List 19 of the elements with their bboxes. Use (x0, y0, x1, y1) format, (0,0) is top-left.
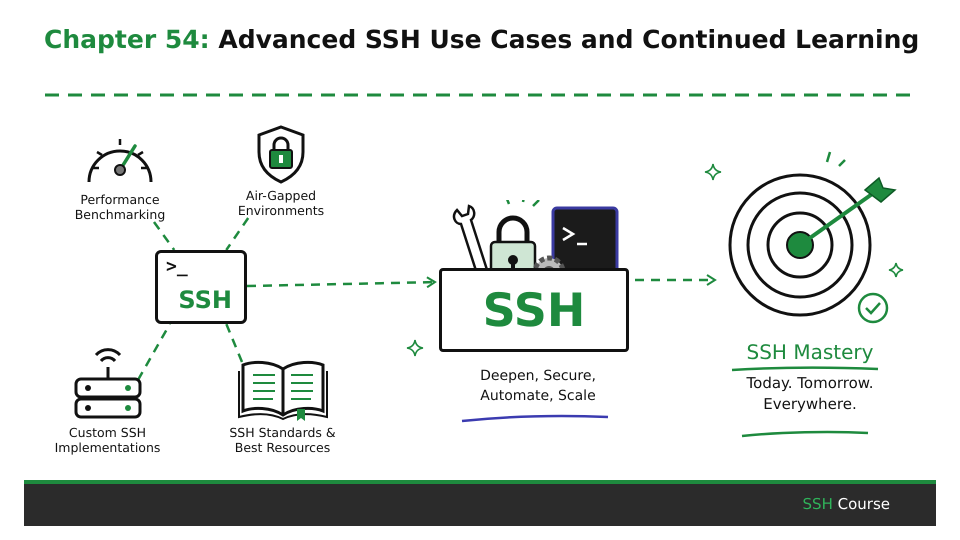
arrow (635, 274, 716, 286)
node-label: Custom SSH Implementations (54, 425, 162, 455)
terminal-label: SSH (178, 287, 232, 313)
heading: SSH Mastery (746, 339, 874, 365)
title: Chapter 54: Advanced SSH Use Cases and Continued Learning (44, 25, 920, 54)
footer-label: SSH Course (802, 494, 890, 514)
node-caption: Deepen, Secure, Automate, Scale (479, 367, 597, 406)
connector-line (225, 217, 250, 251)
node-label: Performance Benchmarking (74, 192, 166, 222)
terminal-prompt: >_ (166, 257, 188, 277)
arrow (246, 276, 436, 288)
node-label: SSH Standards & Best Resources (228, 425, 337, 455)
toolbox-label: SSH (482, 285, 586, 335)
connector-line (152, 221, 176, 251)
connector-line (136, 323, 171, 381)
node-label: Air-Gapped Environments (236, 188, 326, 218)
tagline: Today. Tomorrow. Everywhere. (746, 373, 874, 415)
terminal-box (155, 250, 247, 324)
connector-line (225, 324, 244, 362)
